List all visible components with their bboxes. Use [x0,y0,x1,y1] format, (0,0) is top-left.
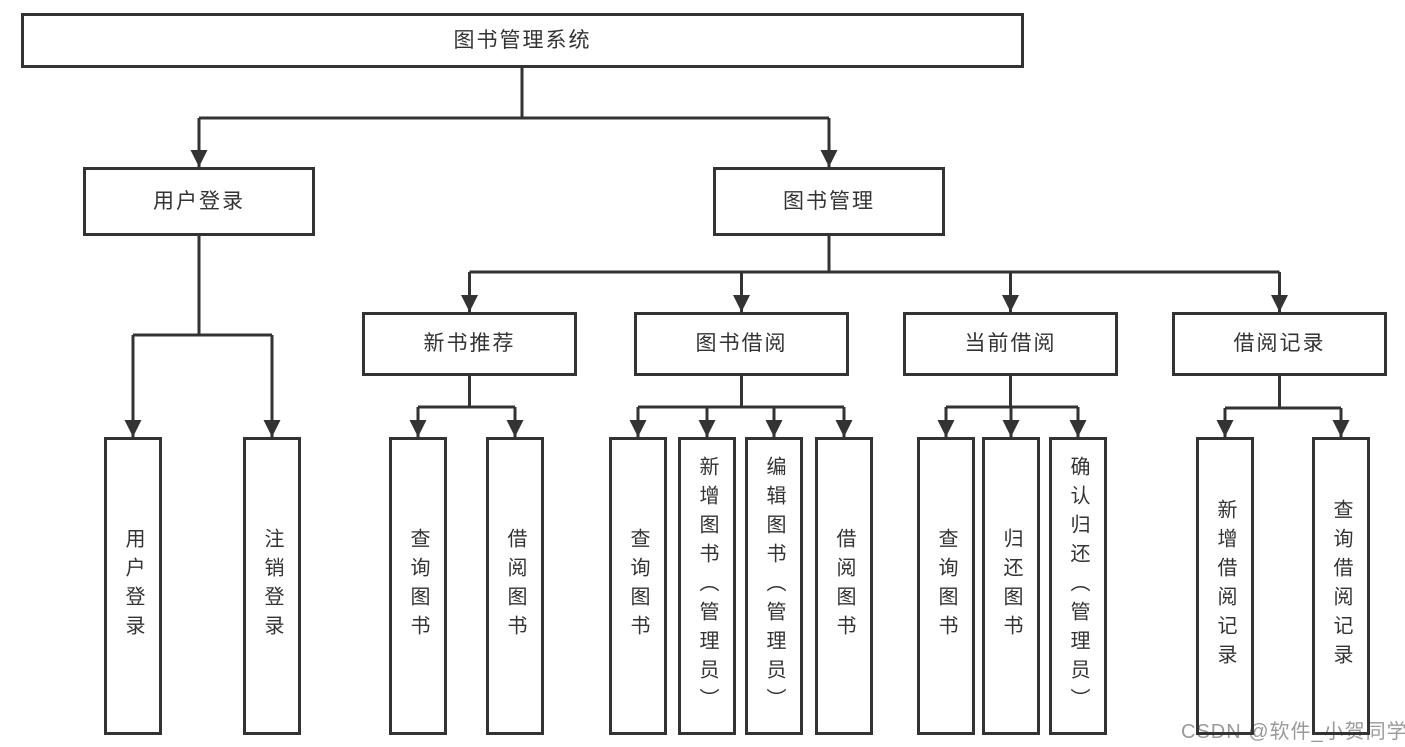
leaf-query-borrow-record: 查询借阅记录 [1312,437,1370,735]
watermark-csdn: CSDN @软件_小贺同学 [1181,721,1405,743]
leaf-query-books-current: 查询图书 [917,437,975,735]
node-new-book-recommend: 新书推荐 [362,312,577,376]
leaf-query-books-borrow: 查询图书 [609,437,667,735]
leaf-borrow-books: 借阅图书 [815,437,873,735]
leaf-confirm-return-admin: 确认归还（管理员） [1049,437,1107,735]
leaf-add-borrow-record: 新增借阅记录 [1196,437,1254,735]
node-user-login: 用户登录 [83,167,315,236]
node-borrow-records: 借阅记录 [1172,312,1387,376]
leaf-query-books-recommend: 查询图书 [389,437,447,735]
leaf-return-books: 归还图书 [982,437,1040,735]
connector-arrows [124,118,1350,437]
leaf-edit-book-admin: 编辑图书（管理员） [745,437,803,735]
leaf-borrow-books-recommend: 借阅图书 [486,437,544,735]
leaf-user-login: 用户登录 [104,437,162,735]
node-library-management-system: 图书管理系统 [21,13,1024,68]
node-book-management: 图书管理 [713,167,945,236]
node-current-borrow: 当前借阅 [903,312,1118,376]
leaf-logout: 注销登录 [243,437,301,735]
node-book-borrow: 图书借阅 [634,312,849,376]
leaf-add-book-admin: 新增图书（管理员） [678,437,736,735]
